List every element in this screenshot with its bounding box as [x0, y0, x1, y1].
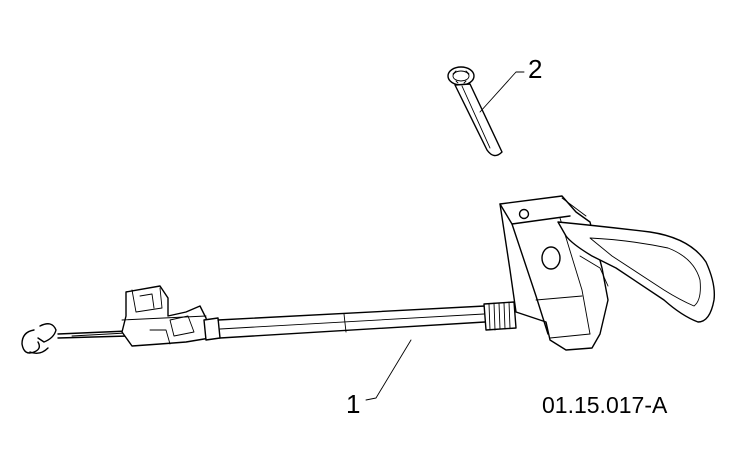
- callout-2: 2: [528, 54, 542, 84]
- part-1-cable-assembly: [21, 195, 716, 355]
- leader-line-1: [365, 339, 412, 401]
- part-2-pin: [447, 66, 503, 157]
- leader-line-2: [479, 71, 525, 113]
- figure-id: 01.15.017-A: [542, 392, 668, 418]
- callout-1: 1: [346, 389, 360, 419]
